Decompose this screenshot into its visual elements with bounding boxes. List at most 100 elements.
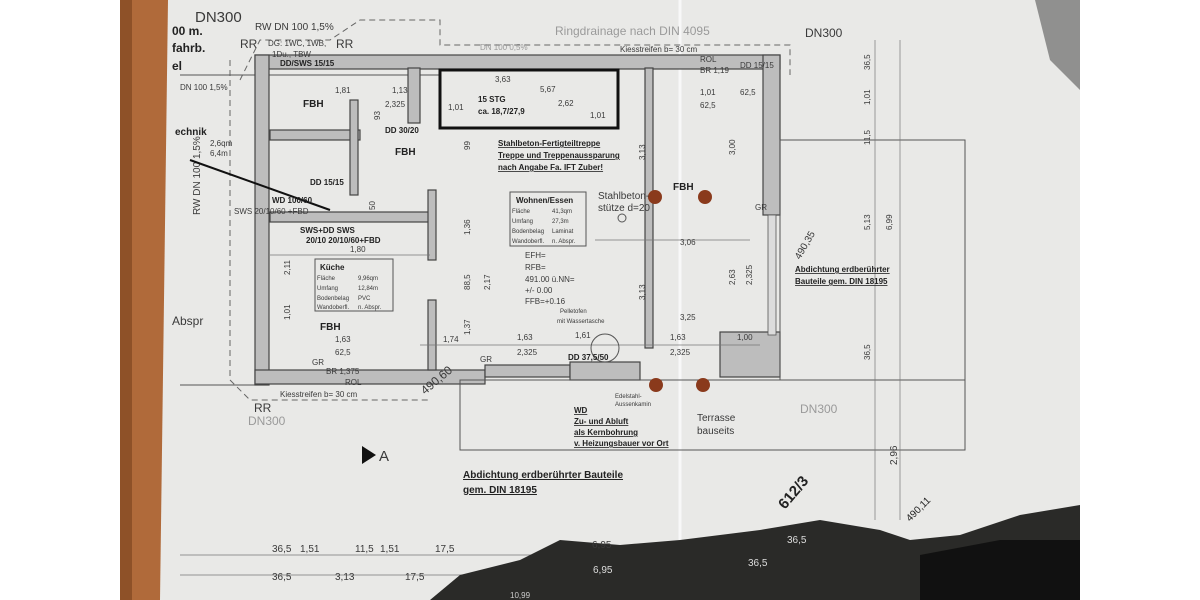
svg-text:62,5: 62,5: [700, 101, 716, 110]
svg-text:Abspr: Abspr: [172, 314, 203, 328]
svg-text:15 STG: 15 STG: [478, 95, 506, 104]
svg-text:DN300: DN300: [800, 402, 838, 416]
svg-text:3,00: 3,00: [728, 139, 737, 155]
svg-text:ca. 18,7/27,9: ca. 18,7/27,9: [478, 107, 525, 116]
svg-text:Laminat: Laminat: [552, 229, 574, 235]
svg-text:DD 15/15: DD 15/15: [310, 178, 344, 187]
svg-text:1,51: 1,51: [300, 544, 320, 555]
svg-text:PVC: PVC: [358, 296, 371, 302]
svg-text:88,5: 88,5: [463, 274, 472, 290]
svg-text:RR: RR: [240, 37, 258, 51]
svg-text:6,95: 6,95: [592, 540, 612, 551]
svg-text:27,3m: 27,3m: [552, 219, 569, 225]
svg-text:2,11: 2,11: [283, 259, 292, 275]
svg-text:n. Abspr.: n. Abspr.: [358, 305, 382, 311]
svg-text:1,01: 1,01: [448, 103, 464, 112]
svg-text:Aussenkamin: Aussenkamin: [615, 402, 651, 408]
svg-text:1,81: 1,81: [335, 86, 351, 95]
room-label-fbh: FBH: [673, 182, 694, 193]
svg-text:RFB=: RFB=: [525, 263, 546, 272]
svg-text:FFB=+0.16: FFB=+0.16: [525, 297, 566, 306]
svg-text:2,325: 2,325: [517, 348, 538, 357]
svg-text:3,13: 3,13: [638, 284, 647, 300]
svg-text:v. Heizungsbauer vor Ort: v. Heizungsbauer vor Ort: [574, 439, 669, 448]
svg-text:5,13: 5,13: [863, 214, 872, 230]
svg-text:Abdichtung erdberührter Bautei: Abdichtung erdberührter Bauteile: [463, 470, 623, 481]
ringdrainage-label: Ringdrainage nach DIN 4095: [555, 24, 710, 38]
svg-text:1,63: 1,63: [517, 333, 533, 342]
svg-text:A: A: [379, 448, 389, 465]
svg-text:36,5: 36,5: [272, 544, 292, 555]
svg-text:bauseits: bauseits: [697, 426, 734, 437]
svg-text:Bodenbelag: Bodenbelag: [317, 296, 349, 302]
svg-text:Stahlbeton-: Stahlbeton-: [598, 191, 649, 202]
red-markers: [648, 190, 712, 392]
bottom-dimensions: 36,5 1,51 11,5 1,51 17,5 6,95 36,5 36,5 …: [272, 535, 807, 600]
svg-text:1,63: 1,63: [670, 333, 686, 342]
svg-text:n. Abspr.: n. Abspr.: [552, 239, 576, 245]
svg-text:3,13: 3,13: [335, 572, 355, 583]
house-walls: [254, 54, 781, 386]
svg-text:2,325: 2,325: [670, 348, 691, 357]
svg-text:2,6qm: 2,6qm: [210, 139, 233, 148]
room-label-fbh: FBH: [395, 147, 416, 158]
svg-text:mit Wassertasche: mit Wassertasche: [557, 319, 605, 325]
svg-text:1,80: 1,80: [350, 245, 366, 254]
svg-text:DN 100 0,5%: DN 100 0,5%: [480, 43, 528, 52]
svg-text:17,5: 17,5: [435, 544, 455, 555]
svg-text:WD: WD: [574, 406, 588, 415]
svg-text:SWS+DD SWS: SWS+DD SWS: [300, 226, 356, 235]
svg-text:93: 93: [373, 111, 382, 120]
svg-text:DD 37,5/50: DD 37,5/50: [568, 353, 609, 362]
svg-text:DN300: DN300: [805, 26, 843, 40]
svg-text:3,13: 3,13: [638, 144, 647, 160]
svg-text:Kiesstreifen b= 30 cm: Kiesstreifen b= 30 cm: [620, 45, 697, 54]
svg-text:DG: 1WC, 1WB,: DG: 1WC, 1WB,: [268, 39, 326, 48]
svg-text:62,5: 62,5: [740, 88, 756, 97]
svg-text:DD 30/20: DD 30/20: [385, 126, 419, 135]
svg-text:1,01: 1,01: [700, 88, 716, 97]
svg-text:2,17: 2,17: [483, 274, 492, 290]
svg-text:RR: RR: [254, 401, 272, 415]
svg-text:1Du., TBW: 1Du., TBW: [272, 50, 311, 59]
svg-text:1,01: 1,01: [590, 111, 606, 120]
label-dn300: DN300: [195, 9, 242, 26]
svg-text:SWS 20/10/60 +FBD: SWS 20/10/60 +FBD: [234, 207, 309, 216]
svg-text:fahrb.: fahrb.: [172, 41, 205, 55]
svg-text:BR 1,19: BR 1,19: [700, 66, 729, 75]
svg-text:12,84m: 12,84m: [358, 286, 378, 292]
svg-text:GR: GR: [755, 203, 767, 212]
room-label-fbh: FBH: [303, 99, 324, 110]
svg-text:Treppe und Treppenaussparung: Treppe und Treppenaussparung: [498, 151, 620, 160]
svg-text:50: 50: [368, 201, 377, 210]
svg-text:36,5: 36,5: [272, 572, 292, 583]
svg-text:echnik: echnik: [175, 127, 207, 138]
svg-text:6,4m: 6,4m: [210, 149, 228, 158]
svg-text:36,5: 36,5: [863, 344, 872, 360]
svg-text:DD/SWS 15/15: DD/SWS 15/15: [280, 59, 335, 68]
svg-text:GR: GR: [480, 355, 492, 364]
foliage-top-right: [1035, 0, 1080, 90]
svg-text:Fläche: Fläche: [317, 276, 336, 282]
svg-text:2,96: 2,96: [889, 445, 900, 465]
svg-text:2,62: 2,62: [558, 99, 574, 108]
svg-text:99: 99: [463, 141, 472, 150]
paper-sheet: [160, 0, 1080, 600]
svg-text:11,5: 11,5: [863, 129, 872, 145]
svg-text:Wandoberfl.: Wandoberfl.: [317, 305, 349, 311]
svg-text:2,63: 2,63: [728, 269, 737, 285]
wd-note: WD Zu- und Abluft als Kernbohrung v. Hei…: [574, 406, 669, 448]
stair-note: Stahlbeton-Fertigteiltreppe Treppe und T…: [498, 139, 620, 172]
svg-text:1,51: 1,51: [380, 544, 400, 555]
svg-text:00 m.: 00 m.: [172, 24, 203, 38]
svg-text:Bauteile gem. DIN 18195: Bauteile gem. DIN 18195: [795, 277, 888, 286]
svg-text:10,99: 10,99: [510, 591, 531, 600]
svg-text:DN300: DN300: [248, 414, 286, 428]
room-label-fbh: FBH: [320, 322, 341, 333]
svg-text:Umfang: Umfang: [512, 219, 533, 225]
svg-text:2,325: 2,325: [745, 264, 754, 285]
svg-text:3,25: 3,25: [680, 313, 696, 322]
svg-text:EFH=: EFH=: [525, 251, 546, 260]
